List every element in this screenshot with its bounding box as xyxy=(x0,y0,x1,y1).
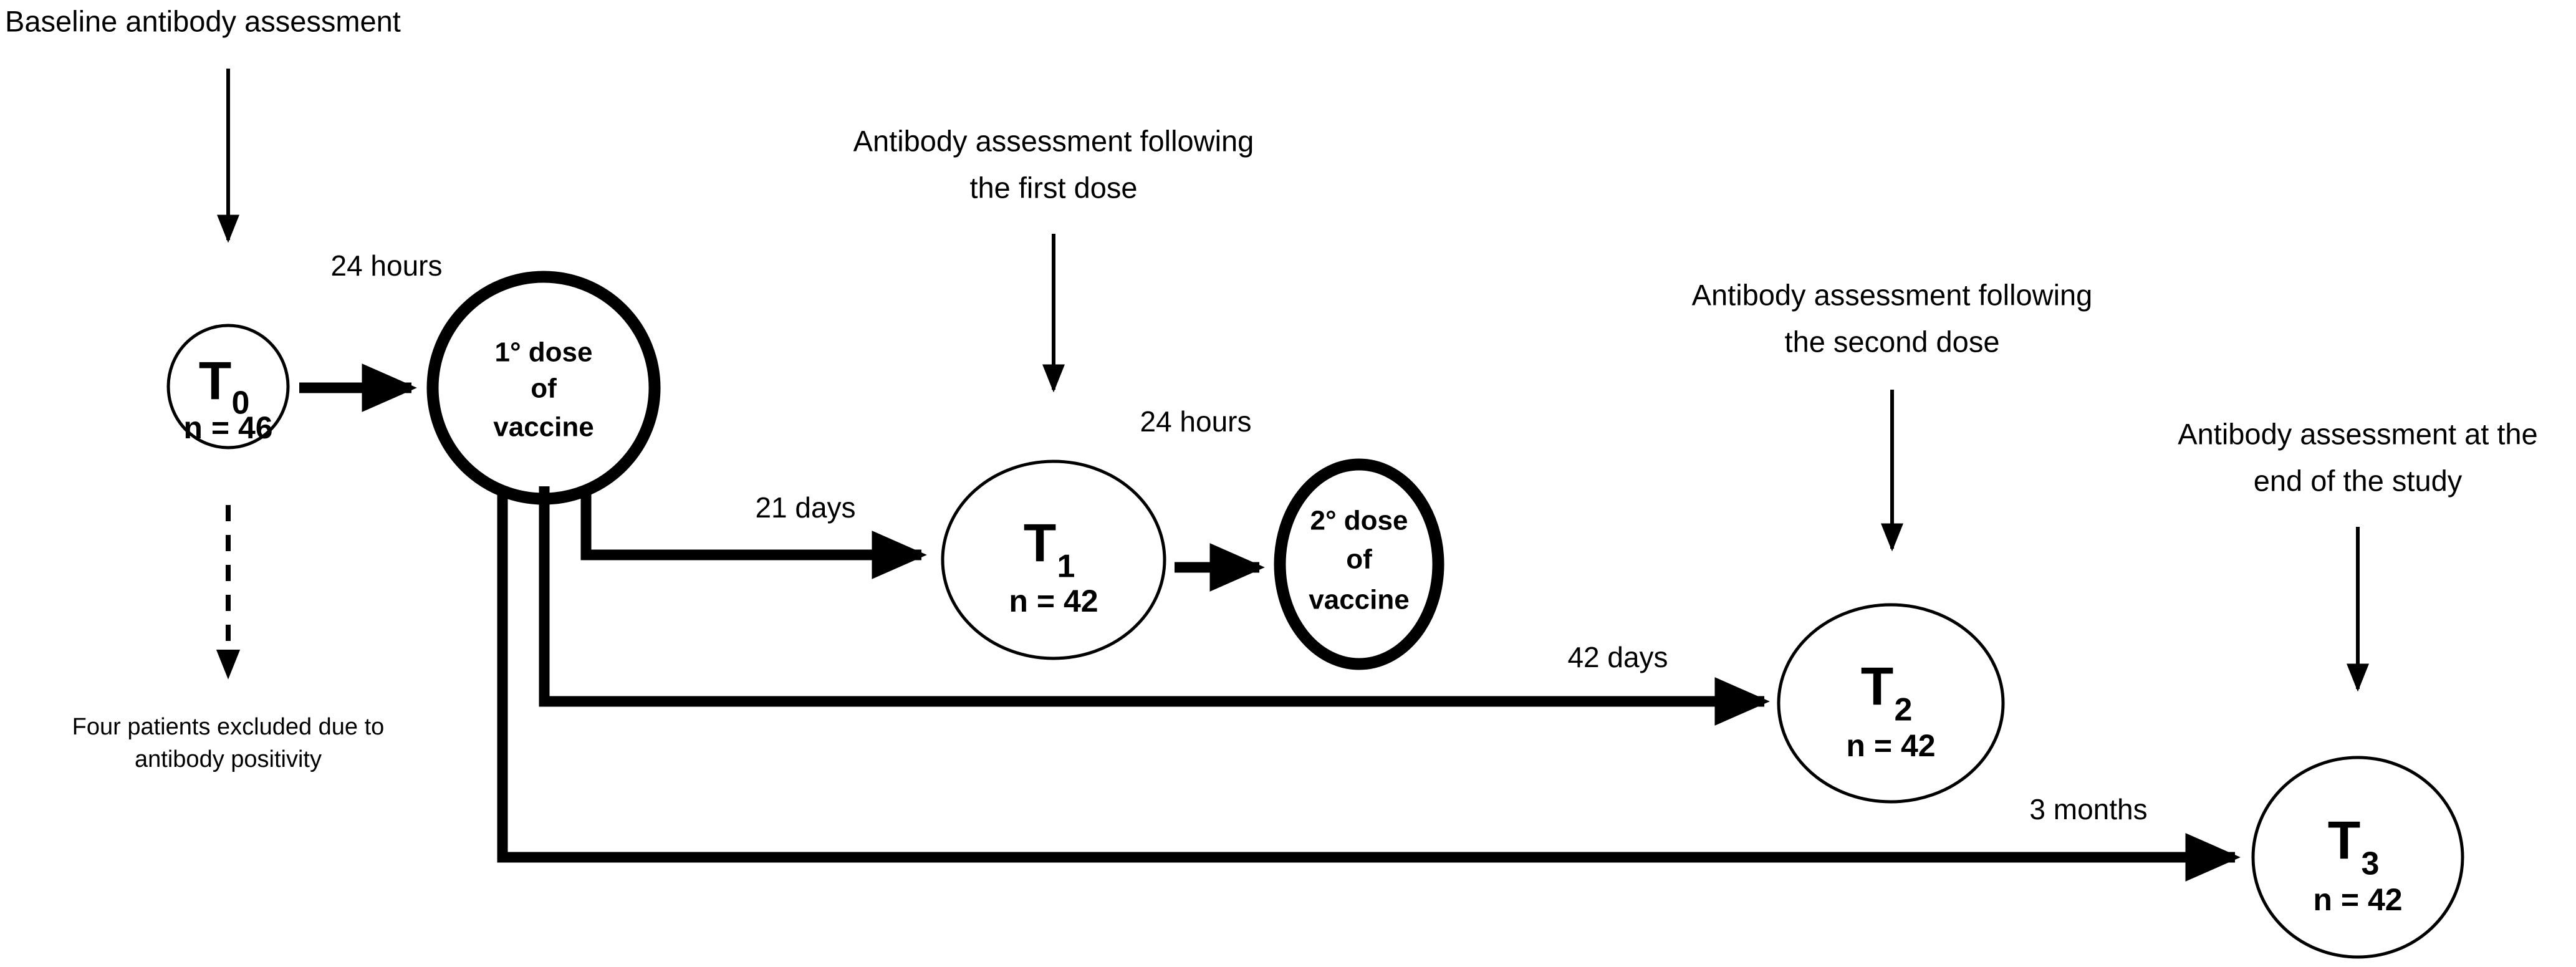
node-t3-circle[interactable] xyxy=(2251,756,2464,959)
edge-label-24-hours-first: 24 hours xyxy=(330,249,442,282)
node-dose2-circle[interactable] xyxy=(1274,458,1444,670)
node-t0-subscript: 0 xyxy=(232,385,250,421)
annotation-baseline-line1: Baseline antibody assessment xyxy=(5,4,401,37)
node-t1-subscript: 1 xyxy=(1057,549,1075,585)
node-t1-n-label: n = 42 xyxy=(1009,584,1098,618)
node-t0-letter: T xyxy=(199,352,232,411)
annotation-first-dose-line1: Antibody assessment following xyxy=(853,124,1254,157)
annotation-second-dose-line1: Antibody assessment following xyxy=(1692,278,2093,311)
annotation-first-dose-line2: the first dose xyxy=(969,171,1137,204)
node-t1-letter: T xyxy=(1024,514,1057,574)
edge-dose1-to-t2-connector xyxy=(539,486,1770,726)
edge-label-3-months: 3 months xyxy=(2029,793,2147,825)
node-dose1-line3: vaccine xyxy=(493,412,594,443)
node-dose2-line1: 2° dose xyxy=(1310,506,1408,536)
node-t3-letter: T xyxy=(2328,811,2361,871)
node-t0-circle[interactable] xyxy=(166,324,290,450)
node-t3-subscript: 3 xyxy=(2362,846,2380,882)
node-t1-circle[interactable] xyxy=(941,459,1166,660)
edge-label-42-days: 42 days xyxy=(1567,641,1668,673)
annotation-end-study-line2: end of the study xyxy=(2254,464,2463,497)
node-t2-subscript: 2 xyxy=(1895,692,1913,728)
node-t2-letter: T xyxy=(1861,657,1894,717)
node-t2-circle[interactable] xyxy=(1777,603,2005,804)
edge-label-24-hours-second: 24 hours xyxy=(1140,405,1251,438)
node-dose1-line2: of xyxy=(531,373,557,404)
annotation-second-dose-line2: the second dose xyxy=(1785,325,2000,358)
excluded-note-line1: Four patients excluded due to xyxy=(72,714,385,740)
excluded-note-line2: antibody positivity xyxy=(135,746,322,772)
node-t0-n-label: n = 46 xyxy=(183,410,272,445)
edge-label-21-days: 21 days xyxy=(755,491,855,524)
node-t2-n-label: n = 42 xyxy=(1846,728,1935,763)
node-dose2-line2: of xyxy=(1346,544,1372,575)
node-t3-n-label: n = 42 xyxy=(2313,882,2402,917)
node-dose2-line3: vaccine xyxy=(1309,585,1409,615)
node-dose1-line1: 1° dose xyxy=(495,337,593,368)
annotation-end-study-line1: Antibody assessment at the xyxy=(2178,417,2537,450)
edge-dose1-to-t1-connector xyxy=(580,486,927,579)
edge-dose1-to-t3-connector xyxy=(497,486,2241,882)
